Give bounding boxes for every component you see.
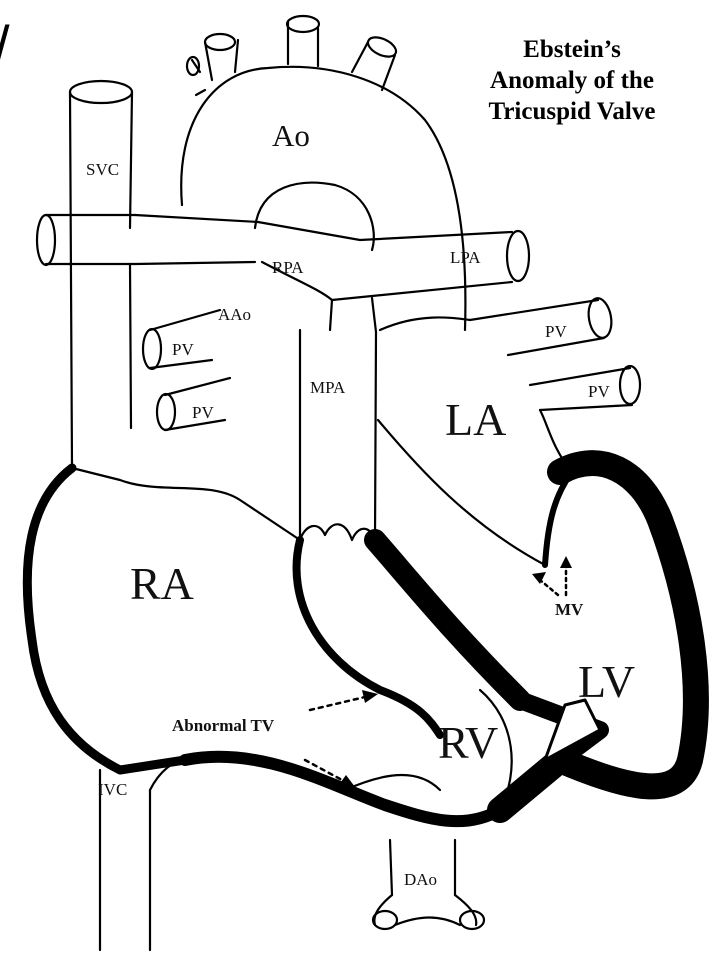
label-pv-left-upper: PV xyxy=(172,340,194,360)
title-line-1: Ebstein’s xyxy=(447,36,697,64)
tv-arrows xyxy=(305,697,365,780)
label-svc: SVC xyxy=(86,160,119,180)
label-lv: LV xyxy=(578,655,635,708)
label-dao: DAo xyxy=(404,870,437,890)
edge-slash-mark: / xyxy=(0,18,12,78)
title-line-2: Anomaly of the xyxy=(447,67,697,95)
mv-arrowhead-right xyxy=(560,556,572,568)
label-abnormal-tv: Abnormal TV xyxy=(172,716,274,736)
label-la: LA xyxy=(445,393,506,446)
right-ventricle xyxy=(185,540,520,821)
right-atrium-wall xyxy=(27,468,185,770)
label-mpa: MPA xyxy=(310,378,345,398)
label-pv-right-upper: PV xyxy=(545,322,567,342)
svc-vessel xyxy=(37,81,258,468)
left-pulmonary-veins xyxy=(143,310,230,430)
label-pv-right-lower: PV xyxy=(588,382,610,402)
label-pv-left-lower: PV xyxy=(192,403,214,423)
label-rpa: RPA xyxy=(272,258,304,278)
label-ao: Ao xyxy=(272,118,310,154)
title-line-3: Tricuspid Valve xyxy=(447,98,697,126)
left-ventricle xyxy=(500,463,696,810)
label-ra: RA xyxy=(130,557,194,610)
aortic-arch xyxy=(181,16,465,330)
label-lpa: LPA xyxy=(450,248,481,268)
mv-arrowhead-left xyxy=(532,572,546,584)
label-rv: RV xyxy=(438,716,498,769)
label-aao: AAo xyxy=(218,305,251,325)
mv-arrows xyxy=(540,566,566,595)
label-mv: MV xyxy=(555,600,583,620)
label-ivc: IVC xyxy=(98,780,127,800)
